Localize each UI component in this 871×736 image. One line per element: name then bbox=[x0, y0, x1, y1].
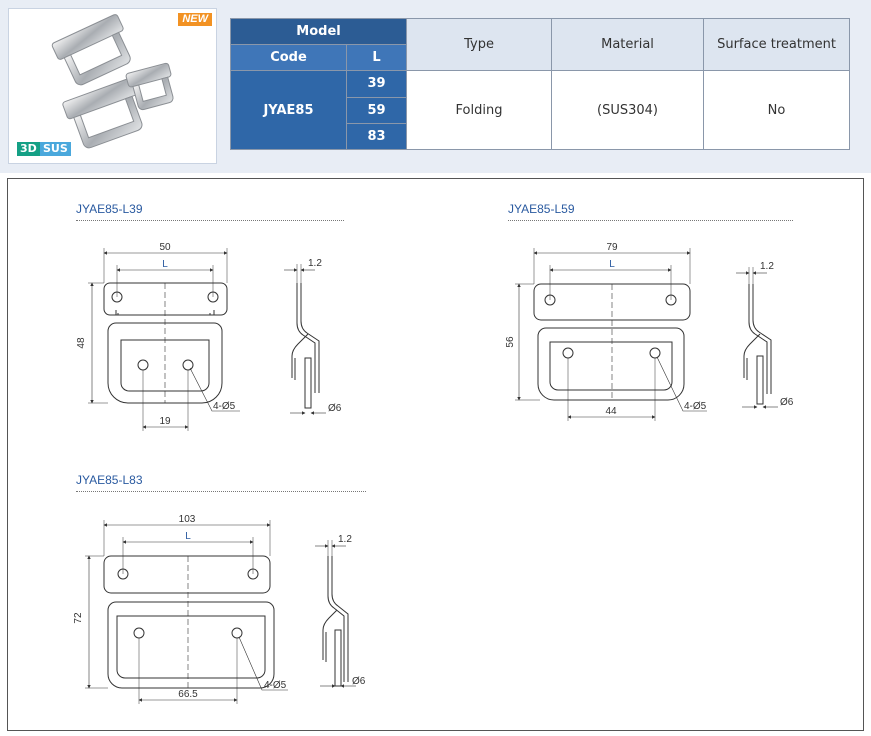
type-header: Type bbox=[406, 17, 553, 72]
handle-front-view-l83 bbox=[103, 555, 275, 689]
dim-diameter-l83: Ø6 bbox=[352, 676, 366, 687]
dim-diameter-l59: Ø6 bbox=[780, 397, 794, 408]
handle-photo-illustration bbox=[51, 14, 174, 149]
code-cell: JYAE85 bbox=[230, 70, 347, 150]
dim-height-l39: 48 bbox=[76, 337, 87, 349]
dim-width-l83: 103 bbox=[179, 514, 196, 525]
handle-side-view-l83 bbox=[322, 556, 349, 687]
code-header: Code bbox=[230, 44, 347, 72]
dim-width-l39: 50 bbox=[159, 242, 171, 253]
handle-front-view-l39 bbox=[103, 282, 228, 404]
dim-thickness-l39: 1.2 bbox=[308, 258, 322, 269]
spec-table: Model Type Material Surface treatment Co… bbox=[229, 17, 851, 151]
drawing-title-l39: JYAE85-L39 bbox=[76, 202, 344, 221]
l-value-cell: 83 bbox=[345, 122, 408, 151]
dim-l-l39: L bbox=[162, 259, 168, 270]
drawing-title-l59: JYAE85-L59 bbox=[508, 202, 793, 221]
dim-holes-l39: 4-Ø5 bbox=[213, 401, 236, 412]
new-badge: NEW bbox=[178, 13, 212, 26]
dim-holes-l59: 4-Ø5 bbox=[684, 401, 707, 412]
dim-diameter-l39: Ø6 bbox=[328, 403, 342, 414]
dim-l-l59: L bbox=[609, 259, 615, 270]
handle-side-view-l39 bbox=[291, 283, 320, 409]
handle-front-view-l59 bbox=[533, 283, 691, 401]
material-header: Material bbox=[551, 17, 705, 72]
dim-pitch-l39: 19 bbox=[159, 416, 171, 427]
material-cell: (SUS304) bbox=[551, 70, 705, 150]
handle-side-view-l59 bbox=[743, 284, 772, 405]
l-value-cell: 39 bbox=[345, 70, 408, 98]
product-photo: NEW 3D SUS bbox=[8, 8, 217, 164]
3d-tag: 3D bbox=[17, 142, 40, 156]
dim-pitch-l83: 66.5 bbox=[178, 689, 198, 700]
model-header: Model bbox=[229, 17, 408, 46]
surface-cell: No bbox=[703, 70, 851, 150]
dim-pitch-l59: 44 bbox=[605, 406, 617, 417]
dim-height-l59: 56 bbox=[505, 336, 516, 348]
l-value-cell: 59 bbox=[345, 96, 408, 124]
drawing-title-l83: JYAE85-L83 bbox=[76, 473, 366, 492]
dim-thickness-l83: 1.2 bbox=[338, 534, 352, 545]
dim-thickness-l59: 1.2 bbox=[760, 261, 774, 272]
dim-height-l83: 72 bbox=[73, 612, 84, 624]
sus-tag: SUS bbox=[40, 142, 71, 156]
technical-drawings-panel bbox=[7, 178, 864, 731]
dim-holes-l83: 4-Ø5 bbox=[264, 680, 287, 691]
surface-header: Surface treatment bbox=[703, 17, 851, 72]
dim-width-l59: 79 bbox=[606, 242, 618, 253]
dim-l-l83: L bbox=[185, 531, 191, 542]
